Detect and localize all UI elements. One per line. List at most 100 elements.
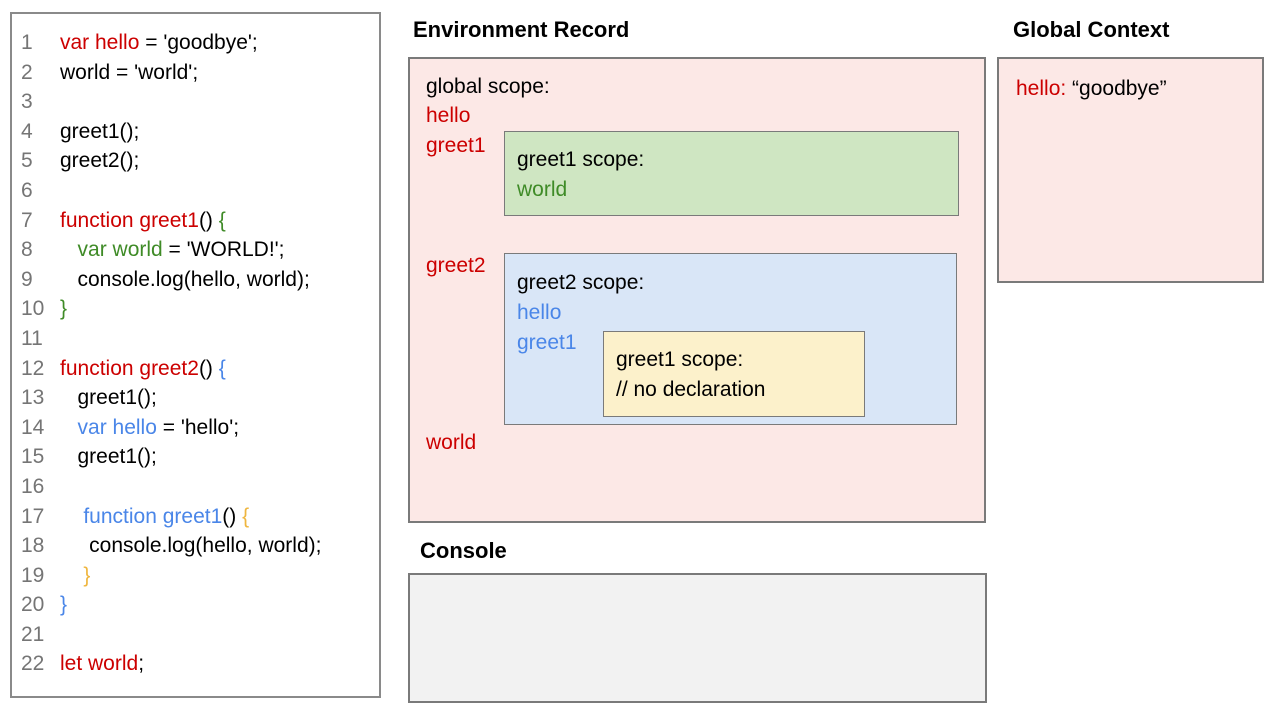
code-lines: 1 var hello = 'goodbye'; 2 world = 'world';… xyxy=(12,28,379,679)
code-segment xyxy=(60,505,83,528)
code-line: 11 xyxy=(12,324,379,354)
line-number: 4 xyxy=(21,119,33,143)
code-segment: } xyxy=(83,563,91,587)
line-number: 1 xyxy=(21,31,33,54)
greet2-scope-box: greet2 scope: hello greet1 greet1 scope:… xyxy=(504,253,957,425)
code-line: 13 greet1(); xyxy=(12,383,379,413)
line-number: 8 xyxy=(21,238,33,262)
global-context-box: hello: “goodbye” xyxy=(997,57,1264,283)
line-number: 20 xyxy=(21,593,45,617)
greet1-scope-label: greet1 scope: xyxy=(517,148,645,171)
code-line: 15 greet1(); xyxy=(12,442,379,472)
line-number: 21 xyxy=(21,622,45,646)
code-panel: 1 var hello = 'goodbye'; 2 world = 'world';… xyxy=(10,12,381,698)
console-title: Console xyxy=(420,538,507,563)
global-context-entry-value: “goodbye” xyxy=(1066,77,1167,100)
global-binding-world: world xyxy=(426,431,477,454)
nested-greet1-scope-comment: // no declaration xyxy=(616,378,766,401)
line-number: 12 xyxy=(21,356,45,380)
line-number: 18 xyxy=(21,534,45,558)
global-scope-box: global scope: hello greet1 greet2 world … xyxy=(408,57,986,523)
code-segment: world = 'world'; xyxy=(60,60,199,84)
code-line: 17 function greet1() { xyxy=(12,502,379,532)
code-line: 6 xyxy=(12,176,379,206)
code-line: 21 xyxy=(12,620,379,650)
line-number: 16 xyxy=(21,474,45,498)
code-segment: { xyxy=(242,504,250,528)
code-segment: ; xyxy=(138,652,145,676)
code-line: 22 let world; xyxy=(12,649,379,679)
line-number: 13 xyxy=(21,386,45,410)
code-line: 2 world = 'world'; xyxy=(12,58,379,88)
code-line: 20} xyxy=(12,590,379,620)
line-number: 11 xyxy=(21,326,43,350)
line-number: 10 xyxy=(21,297,45,321)
code-line: 9 console.log(hello, world); xyxy=(12,265,379,295)
code-segment xyxy=(60,564,83,587)
environment-record-title: Environment Record xyxy=(413,17,630,42)
code-segment: () xyxy=(222,504,243,528)
line-number: 14 xyxy=(21,415,45,439)
code-segment: } xyxy=(60,593,68,617)
code-line: 7 function greet1() { xyxy=(12,206,379,236)
code-line: 8 var world = 'WORLD!'; xyxy=(12,235,379,265)
greet1-scope-box: greet1 scope: world xyxy=(504,131,959,216)
line-number: 15 xyxy=(21,445,45,469)
code-line: 19 } xyxy=(12,561,379,591)
nested-greet1-scope-label: greet1 scope: xyxy=(616,348,744,371)
code-line: 16 xyxy=(12,472,379,502)
console-output-box xyxy=(408,573,987,703)
global-binding-greet2: greet2 xyxy=(426,254,486,277)
line-number: 2 xyxy=(21,60,33,84)
greet2-scope-binding-hello: hello xyxy=(517,301,562,324)
line-number: 6 xyxy=(21,178,33,202)
code-segment xyxy=(60,416,78,439)
line-number: 19 xyxy=(21,563,45,587)
code-segment: function greet2 xyxy=(60,356,199,380)
line-number: 7 xyxy=(21,208,33,232)
global-context-entry-name: hello: xyxy=(1016,77,1067,100)
code-line: 4 greet1(); xyxy=(12,117,379,147)
line-number: 17 xyxy=(21,504,45,528)
code-line: 10} xyxy=(12,294,379,324)
code-segment: function greet1 xyxy=(60,208,199,232)
line-number: 9 xyxy=(21,267,33,291)
code-segment: greet1(); xyxy=(60,119,140,143)
code-segment: { xyxy=(218,208,226,232)
line-number: 5 xyxy=(21,149,33,173)
line-number: 22 xyxy=(21,652,45,676)
global-context-title: Global Context xyxy=(1013,17,1170,42)
code-line: 18 console.log(hello, world); xyxy=(12,531,379,561)
greet2-scope-binding-greet1: greet1 xyxy=(517,331,577,354)
code-segment: greet1(); xyxy=(60,445,157,469)
code-segment: { xyxy=(218,356,226,380)
code-segment: var world xyxy=(77,238,163,262)
greet1-scope-binding-world: world xyxy=(517,178,568,201)
nested-greet1-scope-box: greet1 scope: // no declaration xyxy=(603,331,865,417)
code-segment: console.log(hello, world); xyxy=(60,267,310,291)
code-segment: = 'hello'; xyxy=(156,415,240,439)
code-line: 14 var hello = 'hello'; xyxy=(12,413,379,443)
code-segment: = 'goodbye'; xyxy=(139,31,258,54)
code-segment: greet2(); xyxy=(60,149,140,173)
global-binding-hello: hello xyxy=(426,104,471,127)
code-segment: console.log(hello, world); xyxy=(60,534,322,558)
global-scope-label: global scope: xyxy=(426,75,550,98)
code-line: 5 greet2(); xyxy=(12,146,379,176)
global-binding-greet1: greet1 xyxy=(426,134,486,157)
code-line: 12 function greet2() { xyxy=(12,354,379,384)
code-segment: greet1(); xyxy=(60,386,157,410)
code-segment: var hello xyxy=(77,415,157,439)
code-segment: () xyxy=(198,208,219,232)
code-segment xyxy=(60,238,78,261)
code-segment: = 'WORLD!'; xyxy=(162,238,285,262)
code-segment: () xyxy=(198,356,219,380)
code-segment: function greet1 xyxy=(83,504,223,528)
greet2-scope-label: greet2 scope: xyxy=(517,271,645,294)
code-line: 3 xyxy=(12,87,379,117)
code-segment: var hello xyxy=(60,31,140,54)
code-segment: } xyxy=(60,297,68,321)
code-segment: let world xyxy=(60,652,139,676)
line-number: 3 xyxy=(21,90,33,114)
